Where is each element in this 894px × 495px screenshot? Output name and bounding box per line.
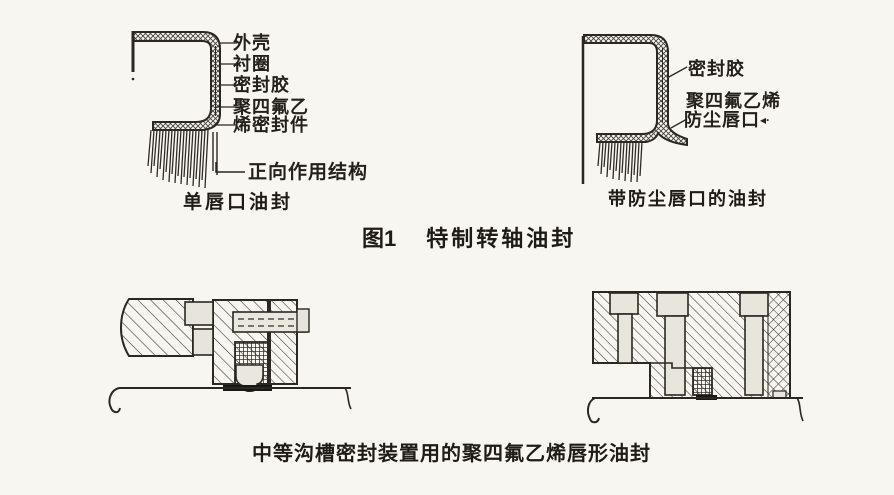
seal-lip-striations	[597, 141, 643, 183]
lip-edge-lines	[212, 132, 218, 175]
housing-block-left	[119, 298, 194, 357]
bolt-2	[656, 292, 689, 396]
seal-lip-striations	[147, 129, 209, 189]
sealant-leader	[666, 66, 688, 79]
leader-ticks	[215, 42, 237, 126]
dust-lip-seal-diagram	[581, 34, 688, 184]
caption-single-lip-seal: 单唇口油封	[183, 192, 294, 213]
seal-case-band	[583, 34, 688, 147]
caption-dust-lip-seal: 带防尘唇口的油封	[608, 189, 768, 209]
forward-structure-leader	[215, 162, 245, 173]
shaft-break-right	[796, 397, 804, 422]
label-ptfe-line2: 烯密封件	[233, 115, 309, 135]
groove-seal-assembly-left	[108, 298, 352, 414]
seal-lip	[235, 364, 264, 393]
label-forward-structure: 正向作用结构	[248, 162, 369, 183]
gland-square-upper	[184, 301, 214, 326]
gland-square-lower	[192, 328, 214, 356]
bolt-1	[609, 292, 639, 364]
retainer-piece	[232, 311, 308, 333]
ptfe-seal-element	[692, 367, 713, 396]
figure1-number: 图1	[362, 226, 397, 251]
retainer-dashed-lines	[238, 318, 303, 327]
label-ptfe-line1: 聚四氟乙	[233, 97, 309, 117]
housing-right-section	[767, 291, 791, 399]
single-lip-seal-diagram	[131, 31, 245, 189]
shaft-break-left	[586, 397, 600, 424]
dust-lip-leader	[670, 118, 688, 129]
figure1-caption: 图1 特制转轴油封	[362, 228, 576, 250]
label-sealant-left: 密封胶	[233, 75, 290, 95]
label-dust-lip: 防尘唇口◂·	[684, 111, 770, 129]
seal-case-band	[132, 31, 221, 131]
shaft-break-left	[108, 387, 121, 414]
label-backing-ring: 衬圈	[233, 54, 271, 74]
small-gland-box	[772, 390, 787, 399]
groove-seal-assembly-right	[586, 291, 804, 424]
figure1-title: 特制转轴油封	[426, 226, 577, 251]
shaft-break-right	[344, 387, 352, 410]
dust-lip-text: 防尘唇口	[684, 110, 760, 130]
figure2-caption: 中等沟槽密封装置用的聚四氟乙烯唇形油封	[252, 443, 651, 465]
bolt-3	[739, 292, 769, 396]
dust-lip-pointer-mark: ◂·	[760, 113, 771, 127]
label-sealant-right: 密封胶	[688, 59, 745, 79]
label-ptfe-full: 聚四氟乙烯	[686, 91, 781, 111]
stud	[296, 308, 310, 333]
housing-step-edge	[650, 362, 693, 369]
label-outer-shell: 外壳	[233, 33, 271, 53]
